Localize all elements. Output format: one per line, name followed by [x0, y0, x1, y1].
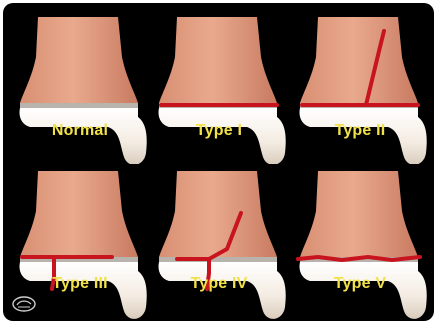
fracture-grid: Normal Type I Type II Type III Type IV T… [3, 3, 434, 321]
metaphysis [159, 17, 277, 103]
bone-type-2 [288, 5, 432, 164]
panel-type-4: Type IV [147, 163, 291, 321]
panel-type-5: Type V [288, 163, 432, 321]
metaphysis [20, 17, 138, 103]
metaphysis [159, 171, 277, 257]
panel-label-type-5: Type V [288, 275, 432, 293]
diagram-frame: Normal Type I Type II Type III Type IV T… [3, 3, 434, 321]
panel-type-2: Type II [288, 5, 432, 164]
panel-label-normal: Normal [8, 122, 152, 140]
panel-label-type-2: Type II [288, 122, 432, 140]
growth-plate [20, 103, 138, 108]
metaphysis [20, 171, 138, 257]
bone-type-5 [288, 163, 432, 321]
metaphysis [300, 171, 418, 257]
panel-label-type-1: Type I [147, 122, 291, 140]
metaphysis [300, 17, 418, 103]
logo-icon [11, 295, 37, 313]
bone-normal [8, 5, 152, 164]
panel-normal: Normal [8, 5, 152, 164]
bone-type-4 [147, 163, 291, 321]
panel-label-type-3: Type III [8, 275, 152, 293]
panel-label-type-4: Type IV [147, 275, 291, 293]
bone-type-1 [147, 5, 291, 164]
panel-type-1: Type I [147, 5, 291, 164]
